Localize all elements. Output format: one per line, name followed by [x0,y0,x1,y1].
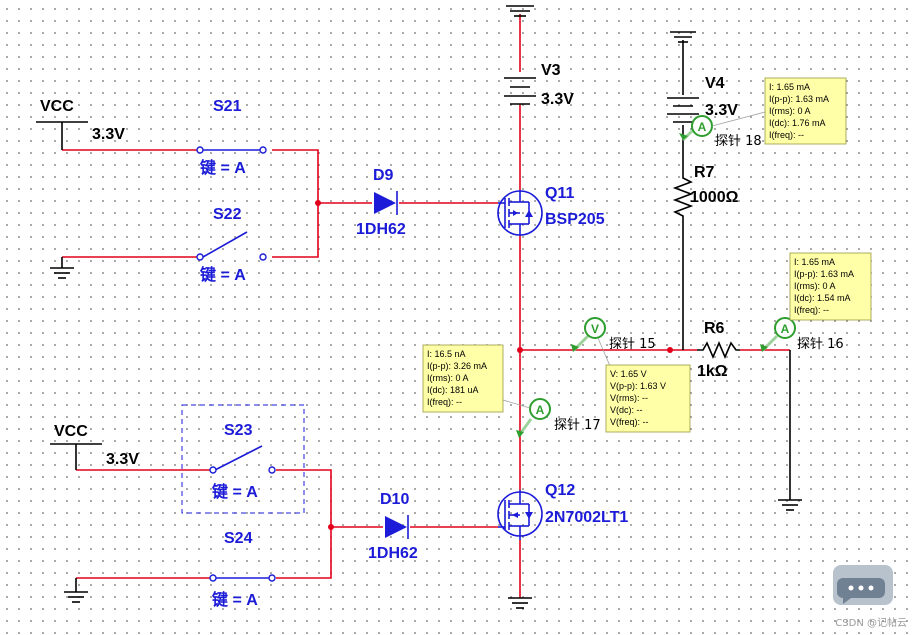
probe-15-note [605,364,691,433]
probe-15-r2: V(rms): -- [610,393,648,403]
probe-17-r1: I(p-p): 3.26 mA [427,361,487,371]
battery-v3[interactable]: V3 3.3V [504,5,574,108]
vcc-2-value: 3.3V [106,451,139,468]
probe-15-label: 探针 15 [609,337,656,352]
q11-part: BSP205 [545,211,605,228]
probe-17-symbol: A [536,403,545,417]
s21-label: S21 [213,98,242,115]
s24-label: S24 [224,530,253,547]
probe-15[interactable]: V 探针 15 V: 1.65 V V(p-p): 1.63 V V(rms):… [571,317,691,433]
probe-18-r2: I(rms): 0 A [769,106,811,116]
probe-16-r4: I(freq): -- [794,305,829,315]
d9-part: 1DH62 [356,221,406,238]
probe-17-label: 探针 17 [554,418,601,433]
chat-bubble-icon[interactable] [833,565,893,605]
s22-key: 键 = A [199,265,246,284]
q11-label: Q11 [545,185,574,202]
probe-18-r3: I(dc): 1.76 mA [769,118,826,128]
probe-16-note [789,252,872,321]
d9-label: D9 [373,167,394,184]
q12-label: Q12 [545,482,575,499]
ground-s22[interactable] [50,257,74,279]
v4-label: V4 [705,75,725,92]
junctions [315,200,673,530]
v3-label: V3 [541,62,561,79]
r7-value: 1000Ω [690,189,739,206]
probe-15-r1: V(p-p): 1.63 V [610,381,666,391]
probe-16-r3: I(dc): 1.54 mA [794,293,851,303]
mosfet-q12[interactable]: Q12 2N7002LT1 [497,482,628,540]
battery-v4[interactable]: V4 3.3V [667,31,738,123]
resistor-r7[interactable]: R7 1000Ω [672,164,739,225]
s23-label: S23 [224,422,253,439]
ground-s24[interactable] [64,591,88,603]
resistor-r6[interactable]: R6 1kΩ [697,320,740,380]
diode-d10[interactable]: D10 1DH62 [368,491,418,562]
probe-16-r0: I: 1.65 mA [794,257,835,267]
r7-label: R7 [694,164,715,181]
switch-s24[interactable]: S24 键 = A [209,530,276,609]
s24-key: 键 = A [211,590,258,609]
q12-part: 2N7002LT1 [545,509,628,526]
probe-18-r1: I(p-p): 1.63 mA [769,94,829,104]
probe-17-r0: I: 16.5 nA [427,349,466,359]
probe-16-label: 探针 16 [797,337,844,352]
s21-key: 键 = A [199,158,246,177]
probe-17-r3: I(dc): 181 uA [427,385,479,395]
vcc-1[interactable]: VCC 3.3V [36,98,125,150]
probe-16[interactable]: A 探针 16 I: 1.65 mA I(p-p): 1.63 mA I(rms… [760,252,872,352]
ground-q12[interactable] [508,597,532,609]
probe-18-r4: I(freq): -- [769,130,804,140]
probe-18-label: 探针 18 [715,134,762,149]
probe-16-symbol: A [781,322,790,336]
vcc-2[interactable]: VCC 3.3V [50,423,139,470]
probe-17-note [422,344,504,413]
vcc-1-value: 3.3V [92,126,125,143]
probe-17-r4: I(freq): -- [427,397,462,407]
probe-15-r4: V(freq): -- [610,417,649,427]
v4-value: 3.3V [705,102,738,119]
mosfet-q11[interactable]: Q11 BSP205 [497,185,605,236]
vcc-1-label: VCC [40,98,74,115]
s22-label: S22 [213,206,242,223]
d10-part: 1DH62 [368,545,418,562]
probe-17-r2: I(rms): 0 A [427,373,469,383]
probe-16-r2: I(rms): 0 A [794,281,836,291]
watermark: CSDN @记帖云 [835,616,907,629]
r6-value: 1kΩ [697,363,728,380]
diode-d9[interactable]: D9 1DH62 [356,167,406,238]
switch-s23[interactable]: S23 键 = A [181,404,305,514]
probe-15-symbol: V [591,322,599,336]
probe-18-symbol: A [698,120,707,134]
probe-18[interactable]: A 探针 18 I: 1.65 mA I(p-p): 1.63 mA I(rms… [679,77,847,149]
vcc-2-label: VCC [54,423,88,440]
probe-16-r1: I(p-p): 1.63 mA [794,269,854,279]
v3-value: 3.3V [541,91,574,108]
r6-label: R6 [704,320,725,337]
probe-15-r3: V(dc): -- [610,405,643,415]
ground-right[interactable] [778,499,802,511]
s23-key: 键 = A [211,482,258,501]
probe-18-note [764,77,847,145]
probe-17[interactable]: A 探针 17 I: 16.5 nA I(p-p): 3.26 mA I(rms… [422,344,601,438]
probe-15-r0: V: 1.65 V [610,369,647,379]
probe-18-r0: I: 1.65 mA [769,82,810,92]
d10-label: D10 [380,491,409,508]
switch-s21[interactable]: S21 键 = A [196,98,267,177]
switch-s22[interactable]: S22 键 = A [196,206,267,284]
